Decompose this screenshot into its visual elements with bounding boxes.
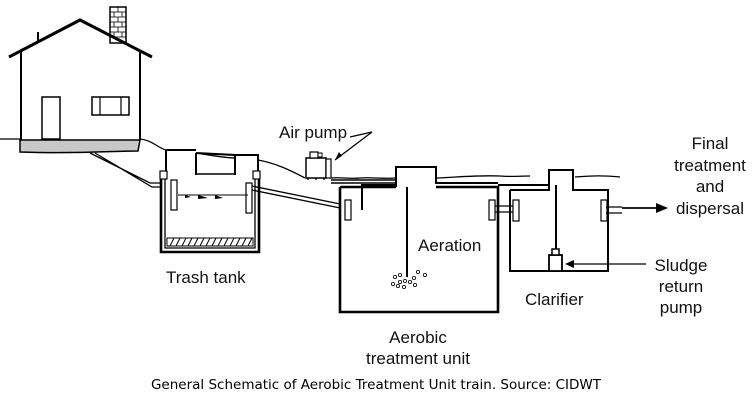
air-diffuser-line xyxy=(361,184,408,277)
label-final-4: dispersal xyxy=(676,199,744,218)
trash-tank xyxy=(159,149,261,254)
label-trash-tank: Trash tank xyxy=(166,268,246,287)
label-aerobic-1: Aerobic xyxy=(389,328,447,347)
label-final-3: and xyxy=(696,177,724,196)
air-pump xyxy=(305,151,395,184)
foundation xyxy=(19,139,141,154)
label-sludge-1: Sludge xyxy=(655,256,708,275)
label-final-1: Final xyxy=(692,134,729,153)
house xyxy=(8,6,153,154)
roof xyxy=(8,18,153,59)
inlet-pipe xyxy=(89,152,170,188)
figure-caption: General Schematic of Aerobic Treatment U… xyxy=(151,377,602,393)
label-aeration: Aeration xyxy=(418,236,481,255)
aerobic-treatment-unit xyxy=(338,166,500,314)
label-aerobic-2: treatment unit xyxy=(366,349,470,368)
label-clarifier: Clarifier xyxy=(525,290,584,309)
air-bubbles xyxy=(390,269,427,289)
label-sludge-3: pump xyxy=(660,298,703,317)
door xyxy=(41,96,61,140)
window xyxy=(91,96,130,116)
label-air-pump: Air pump xyxy=(279,123,347,142)
sludge-return-pump xyxy=(548,254,563,272)
clarifier xyxy=(498,169,622,272)
transfer-pipe-1 xyxy=(251,185,351,211)
label-final-2: treatment xyxy=(674,156,746,175)
label-sludge-2: return xyxy=(659,277,703,296)
